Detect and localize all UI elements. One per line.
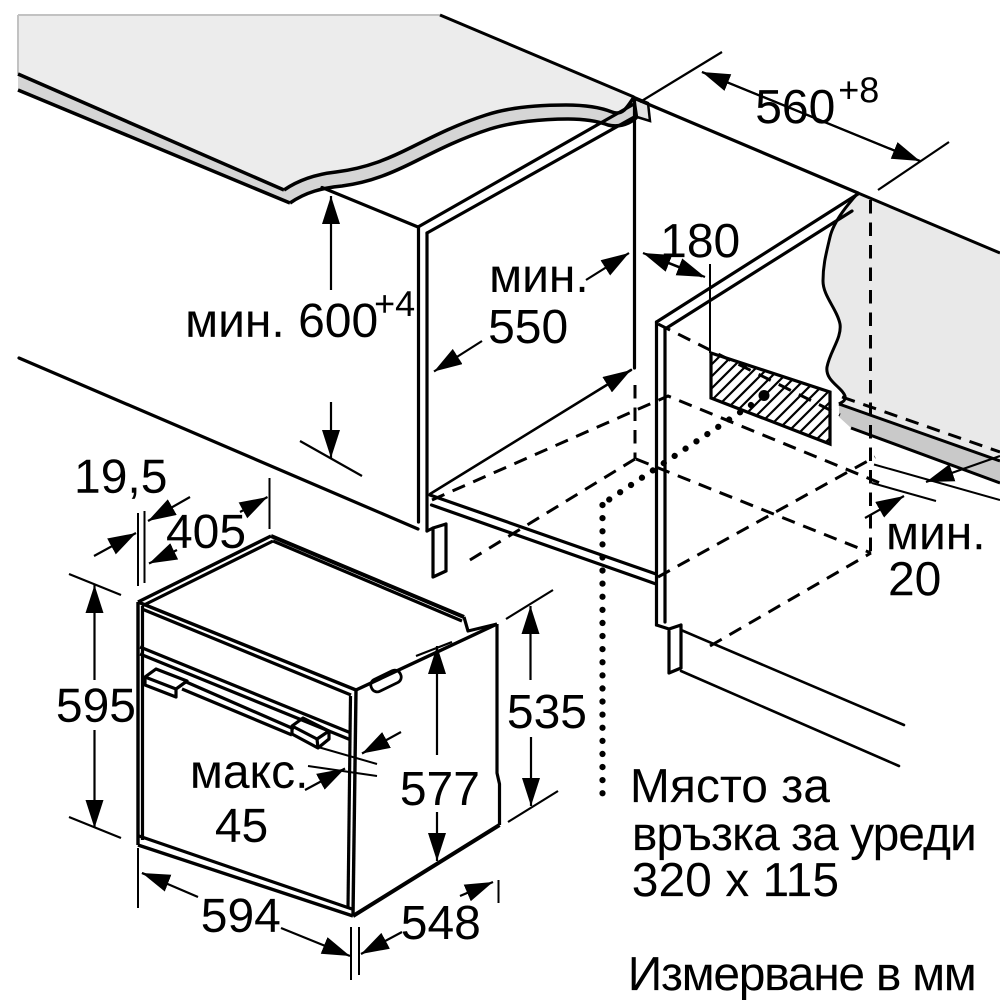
svg-text:19,5: 19,5	[74, 451, 167, 504]
svg-text:594: 594	[201, 890, 281, 943]
svg-text:535: 535	[507, 686, 587, 739]
svg-text:+4: +4	[374, 283, 415, 324]
svg-text:връзка за уреди: връзка за уреди	[632, 808, 976, 861]
svg-text:мин.: мин.	[886, 507, 986, 560]
svg-text:макс.: макс.	[190, 746, 309, 799]
svg-text:577: 577	[400, 763, 480, 816]
svg-text:548: 548	[401, 897, 481, 950]
svg-text:595: 595	[56, 680, 136, 733]
svg-text:45: 45	[215, 800, 268, 853]
svg-text:20: 20	[888, 553, 941, 606]
svg-text:180: 180	[660, 215, 740, 268]
svg-text:320 x 115: 320 x 115	[632, 854, 839, 907]
svg-text:Място за: Място за	[630, 760, 830, 813]
svg-text:550: 550	[488, 301, 568, 354]
svg-text:Измерване в мм: Измерване в мм	[628, 948, 976, 1000]
svg-text:405: 405	[166, 506, 246, 559]
svg-text:мин. 600: мин. 600	[185, 295, 378, 348]
svg-text:560: 560	[755, 81, 835, 134]
svg-text:+8: +8	[838, 69, 879, 110]
svg-text:мин.: мин.	[489, 250, 589, 303]
